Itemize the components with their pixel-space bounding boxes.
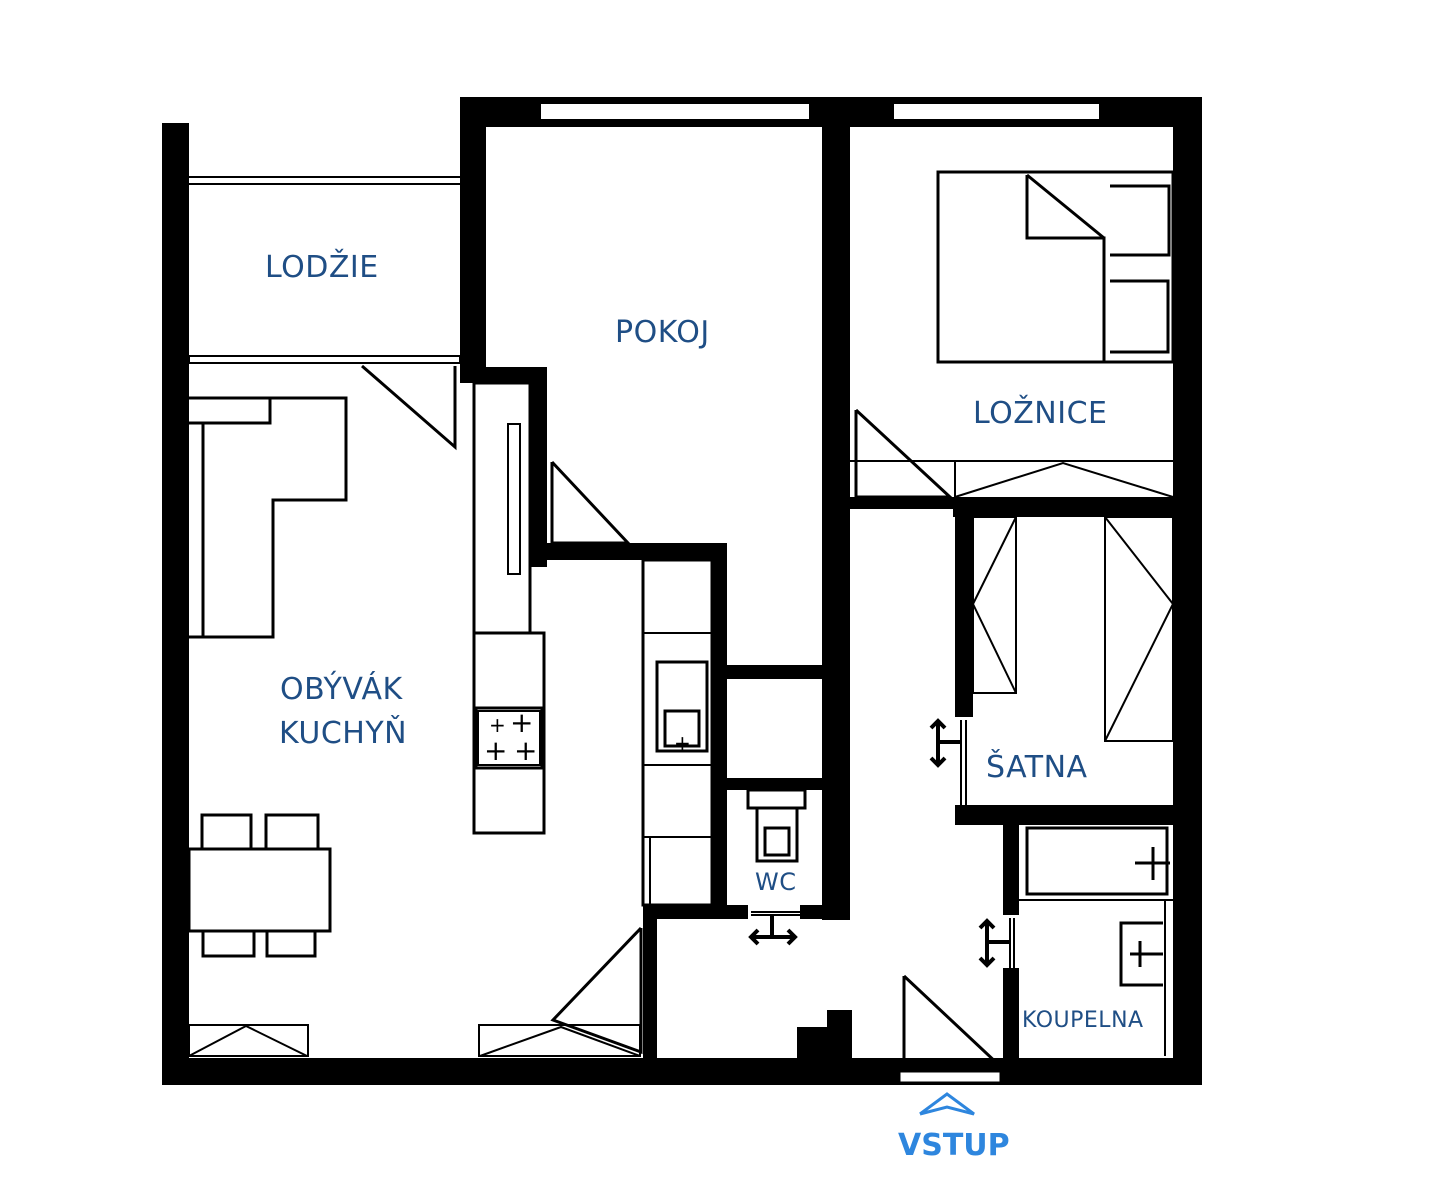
windows-bottom (188, 1024, 641, 1057)
sliding-door-arrow-icon-koupelna (978, 918, 1010, 968)
wardrobes-satna (960, 516, 1175, 805)
room-label-koupelna: KOUPELNA (1022, 1008, 1144, 1033)
svg-text:+: + (484, 734, 507, 767)
svg-text:+: + (514, 734, 537, 767)
doors (361, 364, 1004, 1068)
wardrobe-loznice (850, 460, 1174, 498)
sink-icon: + (674, 731, 691, 755)
room-label-satna: ŠATNA (986, 750, 1088, 785)
outer-walls (162, 97, 1202, 1085)
window-loznice (892, 102, 1101, 121)
kitchen-counter-right: + (641, 558, 714, 907)
inner-walls (460, 125, 1173, 1085)
sofa (189, 396, 348, 639)
room-label-pokoj: POKOJ (615, 315, 710, 350)
bed (936, 170, 1175, 364)
room-label-loznice: LOŽNICE (973, 396, 1108, 431)
bathtub (1019, 826, 1173, 901)
hob-burner-icon: + (489, 713, 506, 737)
room-label-kuchyn: KUCHYŇ (279, 716, 408, 751)
entrance-label: VSTUP (898, 1128, 1010, 1163)
window-pokoj (539, 102, 811, 121)
room-label-lodzie: LODŽIE (265, 250, 379, 285)
room-label-wc: WC (755, 868, 797, 896)
toilet (746, 788, 815, 916)
dining-table (187, 813, 332, 958)
svg-text:+: + (510, 706, 533, 739)
washbasin (1009, 900, 1166, 1056)
sliding-door-arrow-icon (748, 915, 798, 946)
entrance-arrow-icon (919, 1092, 975, 1116)
sliding-door-arrow-icon-satna (929, 718, 960, 768)
room-label-obyvak: OBÝVÁK (280, 672, 403, 707)
kitchen-counter-left: + + + + (472, 381, 546, 835)
